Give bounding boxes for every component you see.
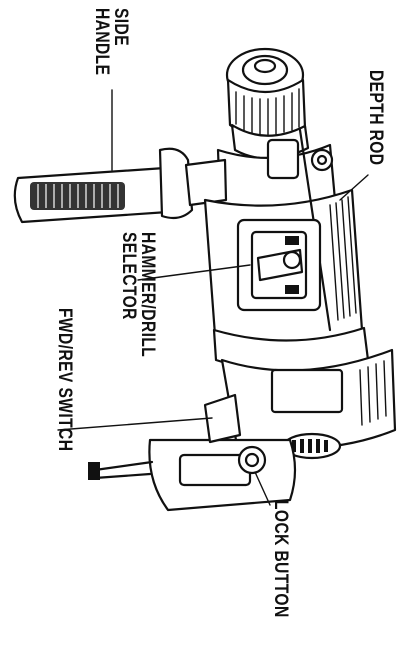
- label-side-handle: SIDE HANDLE: [91, 8, 131, 76]
- label-lock-button: LOCK BUTTON: [270, 500, 291, 618]
- fwd-rev-switch: [203, 393, 242, 444]
- leader-depth-rod: [339, 174, 369, 201]
- label-depth-rod: DEPTH ROD: [365, 70, 386, 166]
- side-handle: [13, 147, 228, 224]
- leader-fwd-rev-switch: [57, 417, 213, 431]
- pistol-grip: [88, 393, 297, 512]
- leader-lock-button: [254, 471, 271, 506]
- lock-button: [237, 445, 267, 475]
- leader-lines: [57, 89, 369, 506]
- label-hammer-drill-selector: HAMMER/DRILL SELECTOR: [118, 232, 158, 358]
- leader-hammer-drill-selector: [137, 264, 251, 281]
- motor-housing: [220, 348, 397, 460]
- hammer-drill-selector-switch: [236, 218, 322, 312]
- label-fwd-rev-switch: FWD/REV SWITCH: [54, 308, 75, 452]
